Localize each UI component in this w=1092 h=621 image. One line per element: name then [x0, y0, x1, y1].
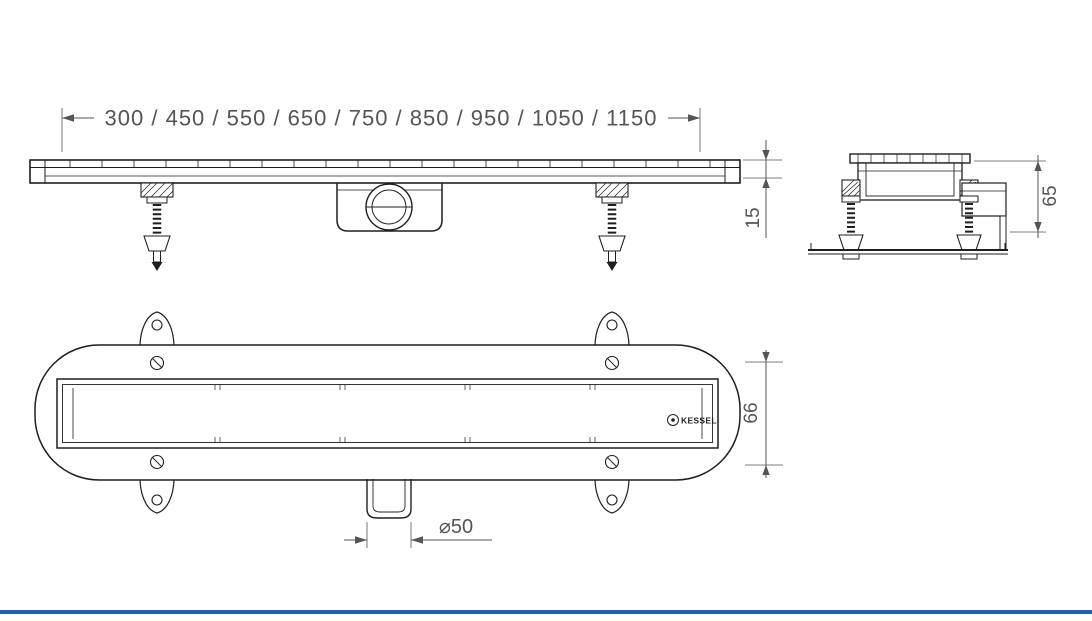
dim-edge-height-text: 15	[743, 207, 764, 228]
brand-logo-text: KESSEL	[681, 416, 717, 426]
end-body	[857, 162, 963, 201]
front-view	[29, 159, 741, 271]
adjustable-foot-right	[596, 183, 628, 271]
bottom-accent-line	[0, 610, 1092, 614]
drain-trap	[336, 183, 443, 232]
grate-slot-ticks	[69, 160, 711, 168]
dim-length-text: 300 / 450 / 550 / 650 / 750 / 850 / 950 …	[105, 106, 658, 131]
dim-channel-width: 66	[741, 350, 783, 478]
outlet-pipe	[366, 479, 412, 519]
mounting-wings	[139, 311, 630, 514]
channel-body-side	[29, 159, 741, 184]
dim-end-height-text: 65	[1040, 185, 1061, 206]
dim-end-height: 65	[974, 155, 1061, 238]
dim-outlet-diameter-text: ⌀50	[439, 516, 473, 538]
dim-edge-height: 15	[743, 140, 782, 238]
dim-length-options: 300 / 450 / 550 / 650 / 750 / 850 / 950 …	[61, 106, 701, 152]
adjustable-foot-left	[141, 183, 173, 271]
end-grate-ticks	[857, 154, 963, 163]
fixing-screws	[149, 355, 620, 470]
dim-channel-width-text: 66	[741, 402, 762, 423]
plan-view: KESSEL	[34, 311, 741, 519]
grate-frame	[56, 378, 719, 449]
end-view	[808, 153, 1008, 259]
dim-outlet-diameter: ⌀50	[344, 516, 492, 548]
grate-joint-ticks	[214, 384, 596, 443]
brand-logo: KESSEL	[667, 414, 717, 426]
